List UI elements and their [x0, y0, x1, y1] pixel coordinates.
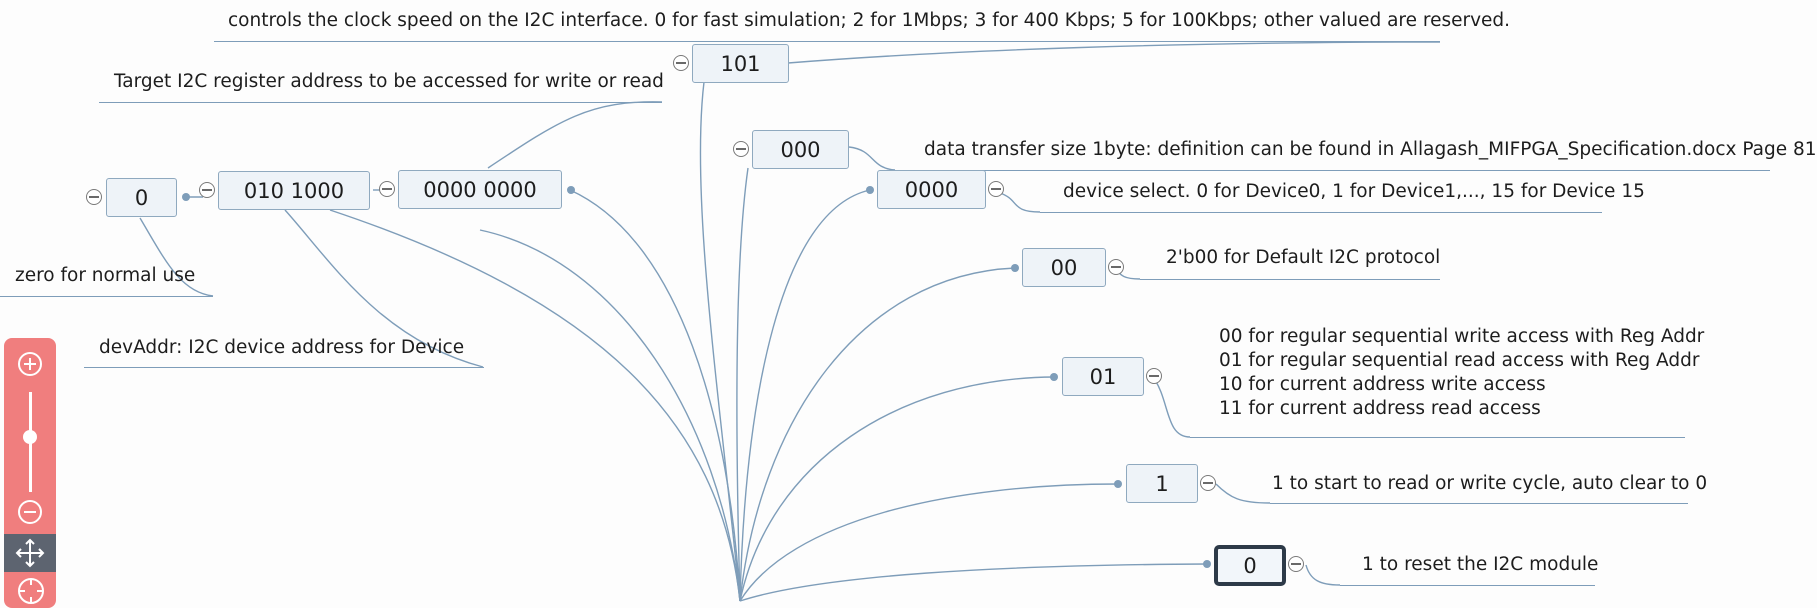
note-underline-clock	[214, 41, 1440, 42]
note-start: 1 to start to read or write cycle, auto …	[1272, 473, 1708, 494]
node-start[interactable]: 1	[1126, 464, 1198, 503]
link-reg-note	[487, 101, 663, 169]
link-101-note	[787, 41, 1441, 64]
link-root-reg	[569, 189, 741, 602]
link-root-zero	[329, 209, 741, 602]
note-underline-zero	[0, 296, 213, 297]
node-access-mode[interactable]: 01	[1062, 357, 1144, 396]
collapse-protocol-icon[interactable]	[1108, 259, 1124, 275]
collapse-dev-select-icon[interactable]	[988, 181, 1004, 197]
note-underline-reg	[99, 102, 662, 103]
collapse-dev-addr-icon[interactable]	[199, 182, 215, 198]
link-01-note	[1152, 376, 1191, 438]
collapse-xfer-size-icon[interactable]	[733, 141, 749, 157]
link-dev-note	[284, 209, 484, 368]
note-xfer-size: data transfer size 1byte: definition can…	[924, 139, 1817, 160]
node-protocol[interactable]: 00	[1022, 248, 1106, 287]
zoom-slider-handle[interactable]	[23, 430, 37, 444]
crosshair-glyph	[20, 580, 42, 602]
note-underline-xfer	[895, 170, 1770, 171]
pan-move-button[interactable]	[4, 534, 56, 572]
link-1-note	[1215, 483, 1271, 504]
note-underline-devsel	[1040, 212, 1602, 213]
node-101[interactable]: 101	[692, 44, 789, 83]
link-root-000	[736, 167, 749, 602]
note-underline-start	[1270, 503, 1688, 504]
note-access-line: 10 for current address write access	[1219, 374, 1546, 395]
link-root-dev	[479, 229, 741, 602]
note-dev-addr: devAddr: I2C device address for Device	[99, 337, 465, 358]
link-root-101	[699, 81, 741, 602]
note-clock: controls the clock speed on the I2C inte…	[228, 10, 1511, 31]
link-root-1	[739, 483, 1119, 602]
link-zero-note	[139, 217, 214, 297]
node-reg-addr[interactable]: 0000 0000	[398, 170, 562, 209]
link-0000-note	[999, 192, 1041, 213]
zoom-out-icon[interactable]	[18, 500, 42, 524]
zoom-in-icon[interactable]	[18, 352, 42, 376]
note-reg-addr: Target I2C register address to be access…	[114, 71, 664, 92]
node-zero-bit[interactable]: 0	[106, 178, 177, 217]
note-zero: zero for normal use	[15, 265, 196, 286]
link-root-01	[739, 376, 1055, 602]
collapse-reg-addr-icon[interactable]	[379, 181, 395, 197]
note-underline-devaddr	[84, 367, 484, 368]
link-0-note	[1305, 564, 1341, 586]
collapse-start-icon[interactable]	[1200, 475, 1216, 491]
link-root-0000	[739, 189, 871, 602]
note-access-line: 01 for regular sequential read access wi…	[1219, 350, 1700, 371]
node-dev-addr[interactable]: 010 1000	[218, 171, 370, 210]
collapse-access-mode-icon[interactable]	[1146, 368, 1162, 384]
node-xfer-size[interactable]: 000	[752, 130, 849, 169]
note-access-line: 00 for regular sequential write access w…	[1219, 326, 1705, 347]
note-reset: 1 to reset the I2C module	[1362, 554, 1599, 575]
collapse-zero-bit-icon[interactable]	[86, 189, 102, 205]
link-root-00	[739, 267, 1016, 602]
node-reset[interactable]: 0	[1214, 545, 1286, 586]
note-access-line: 11 for current address read access	[1219, 398, 1541, 419]
collapse-reset-icon[interactable]	[1288, 556, 1304, 572]
node-dev-select[interactable]: 0000	[877, 170, 986, 209]
link-000-note	[848, 146, 896, 171]
zoom-control	[4, 338, 56, 608]
collapse-101-icon[interactable]	[673, 55, 689, 71]
note-underline-access	[1190, 437, 1685, 438]
note-protocol: 2'b00 for Default I2C protocol	[1166, 247, 1441, 268]
note-dev-select: device select. 0 for Device0, 1 for Devi…	[1063, 181, 1645, 202]
note-underline-reset	[1340, 585, 1595, 586]
link-root-0	[739, 563, 1208, 602]
move-arrows-icon	[15, 538, 45, 568]
note-underline-protocol	[1140, 279, 1440, 280]
note-access-mode: 00 for regular sequential write access w…	[1219, 325, 1704, 421]
crosshair-icon[interactable]	[18, 578, 44, 604]
